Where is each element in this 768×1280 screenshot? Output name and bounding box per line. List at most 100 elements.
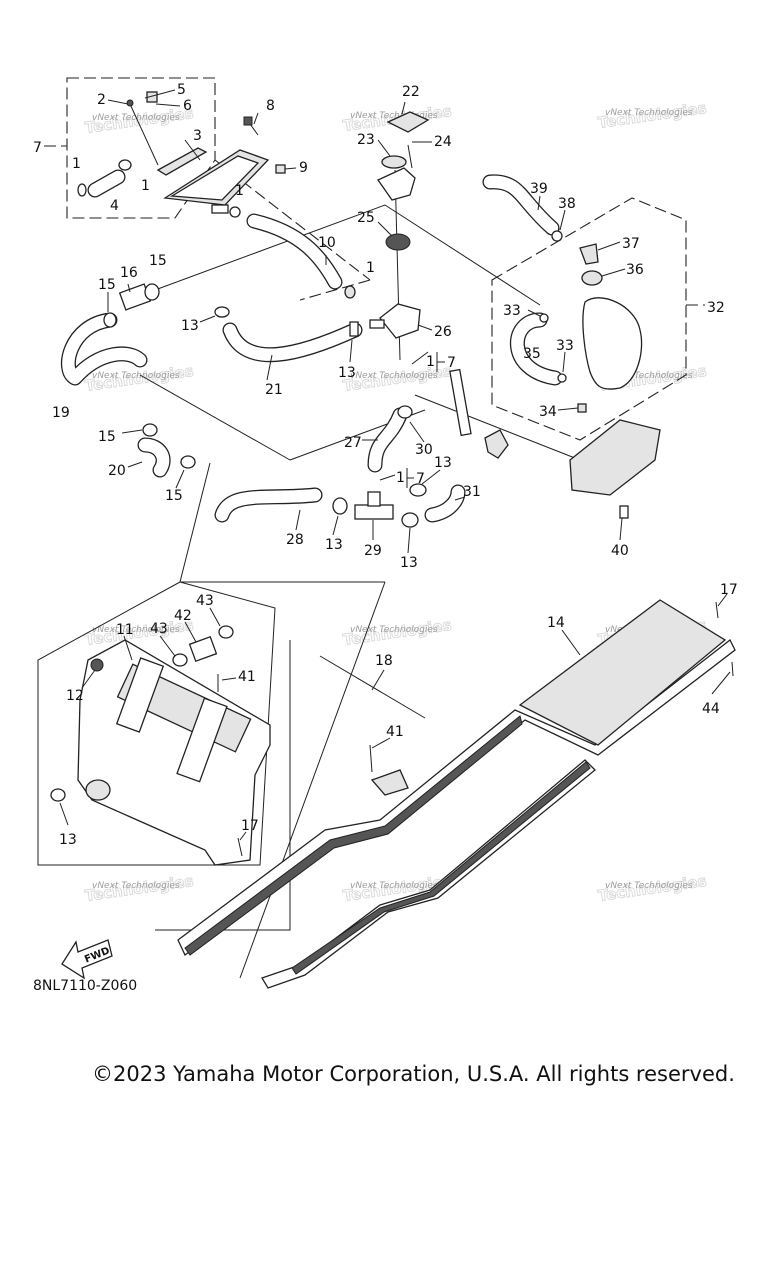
callout-42: 42 — [174, 608, 192, 624]
callout-13: 13 — [59, 832, 77, 848]
watermark-text: vNext Technologies — [92, 881, 180, 891]
bracket-plate — [370, 769, 409, 796]
clamp — [539, 313, 549, 323]
bolt-40 — [619, 505, 629, 519]
hose-27 — [367, 405, 413, 473]
tie-rod-18 — [319, 655, 426, 719]
watermark: Technologies vNext Technologies — [83, 871, 195, 905]
bolt-head — [243, 116, 253, 126]
heat-exchanger-fins — [184, 715, 523, 956]
callout-14: 14 — [547, 615, 565, 631]
clamp — [409, 483, 427, 497]
bolt-17b — [715, 601, 719, 619]
callout-43: 43 — [196, 593, 214, 609]
bolt — [249, 123, 259, 136]
callout-33: 33 — [556, 338, 574, 354]
callout-9: 9 — [299, 160, 308, 176]
callout-2: 2 — [97, 92, 106, 108]
callout-15: 15 — [149, 253, 167, 269]
thermostat-assembly — [369, 111, 430, 339]
clamp — [142, 423, 158, 437]
watermark: Technologies vNext Technologies — [596, 871, 708, 905]
radiator-inlet — [85, 779, 111, 801]
callout-25: 25 — [357, 210, 375, 226]
callout-1: 1 — [235, 183, 244, 199]
radiator-group — [50, 625, 271, 866]
callout-37: 37 — [622, 236, 640, 252]
watermark-text: vNext Technologies — [350, 371, 438, 381]
callout-3: 3 — [193, 128, 202, 144]
hose-10 — [246, 213, 356, 299]
callout-32: 32 — [707, 300, 725, 316]
hose-19 — [60, 312, 148, 386]
hose-35 — [511, 313, 562, 385]
callout-1: 1 — [72, 156, 81, 172]
screw — [129, 103, 159, 166]
callout-36: 36 — [626, 262, 644, 278]
callout-24: 24 — [434, 134, 452, 150]
hose-21 — [214, 306, 363, 363]
hose-42 — [188, 635, 218, 663]
callout-19: 19 — [52, 405, 70, 421]
callout-labels: 1 1 1 1 2 3 4 5 6 7 8 9 10 11 12 13 13 1… — [33, 82, 738, 848]
heat-exchanger-fins — [291, 761, 591, 975]
routing-line — [384, 204, 541, 306]
bolt-34 — [577, 403, 587, 413]
hose-fitting — [397, 405, 413, 419]
bolt-17 — [237, 837, 243, 857]
reservoir-group — [482, 174, 661, 519]
clamp — [77, 183, 87, 197]
parts-diagram: Technologies vNext Technologies Technolo… — [33, 77, 738, 989]
hose-28 — [214, 487, 348, 523]
callout-31: 31 — [463, 484, 481, 500]
clamp — [144, 283, 160, 301]
callout-38: 38 — [558, 196, 576, 212]
callout-13: 13 — [434, 455, 452, 471]
routing-line — [179, 462, 211, 583]
routing-line — [139, 374, 291, 461]
diagram-code: 8NL7110-Z060 — [33, 978, 138, 994]
watermark-text: vNext Technologies — [605, 108, 693, 118]
bolt-44 — [731, 661, 734, 677]
o-ring — [381, 155, 407, 169]
callout-13: 13 — [181, 318, 199, 334]
callout-16: 16 — [120, 265, 138, 281]
hose-20 — [137, 423, 196, 478]
group-box-reservoir — [491, 197, 687, 441]
callout-13: 13 — [338, 365, 356, 381]
callout-1: 1 — [366, 260, 375, 276]
dashed-run — [214, 159, 371, 281]
joint-29 — [354, 483, 427, 528]
watermark: Technologies vNext Technologies — [341, 361, 453, 395]
callout-18: 18 — [375, 653, 393, 669]
t-joint-branch — [367, 491, 381, 507]
sensor — [484, 429, 509, 459]
callout-17: 17 — [720, 582, 738, 598]
clamp — [50, 788, 66, 802]
callout-8: 8 — [266, 98, 275, 114]
radiator-leg — [115, 657, 165, 733]
small-hose — [88, 170, 125, 197]
callout-20: 20 — [108, 463, 126, 479]
hose-31 — [424, 484, 466, 523]
callout-4: 4 — [110, 198, 119, 214]
inline-ref-b: 1 7 — [396, 468, 425, 488]
thermostat-cover — [377, 167, 416, 201]
nipple — [211, 204, 229, 214]
callout-44: 44 — [702, 701, 720, 717]
bracket-strip — [449, 368, 472, 437]
callout-34: 34 — [539, 404, 557, 420]
inline-ref-number: 1 — [426, 354, 435, 370]
callout-12: 12 — [66, 688, 84, 704]
nut — [275, 164, 286, 174]
fwd-arrow-icon: FWD — [61, 939, 113, 980]
callout-33: 33 — [503, 303, 521, 319]
clamp — [551, 230, 563, 242]
watermark: Technologies vNext Technologies — [83, 103, 195, 137]
clamp — [103, 312, 117, 328]
hose-39 — [483, 175, 559, 235]
callout-27: 27 — [344, 435, 362, 451]
watermark-text: vNext Technologies — [350, 111, 438, 121]
callout-43: 43 — [150, 621, 168, 637]
clamp — [332, 497, 348, 515]
